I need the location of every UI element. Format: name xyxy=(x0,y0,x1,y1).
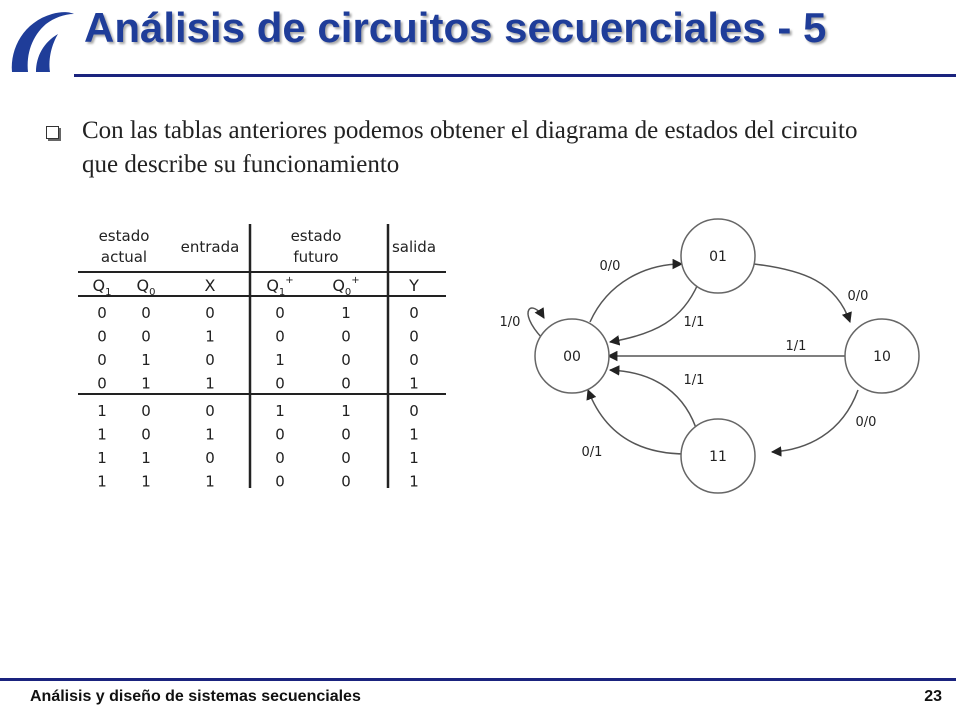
state-label: 10 xyxy=(873,349,891,365)
state-label: 00 xyxy=(563,349,581,365)
table-cell: 0 xyxy=(97,304,107,322)
bullet-item: Con las tablas anteriores podemos obtene… xyxy=(46,114,866,182)
page-number: 23 xyxy=(924,688,942,705)
table-cell: 0 xyxy=(409,402,419,420)
transition-label: 1/0 xyxy=(500,315,521,330)
table-cell: 0 xyxy=(341,449,351,467)
state-node xyxy=(680,418,756,494)
table-cell: 0 xyxy=(205,449,215,467)
table-cell: 1 xyxy=(275,402,285,420)
table-cell: 0 xyxy=(275,304,285,322)
table-cell: 0 xyxy=(141,304,151,322)
table-cell: 1 xyxy=(205,473,215,491)
footer-course-title: Análisis y diseño de sistemas secuencial… xyxy=(30,688,361,705)
table-cell: 1 xyxy=(97,473,107,491)
table-cell: 1 xyxy=(341,402,351,420)
transition-label: 1/1 xyxy=(786,339,807,354)
state-label: 01 xyxy=(709,249,727,265)
table-cell: 1 xyxy=(409,375,419,393)
table-cell: 1 xyxy=(409,426,419,444)
transition-label: 1/1 xyxy=(684,315,705,330)
table-cell: 1 xyxy=(409,449,419,467)
transition-label: 0/0 xyxy=(600,259,621,274)
table-cell: 0 xyxy=(341,375,351,393)
header-estado-futuro-1: estado xyxy=(291,227,342,245)
table-cell: 1 xyxy=(141,473,151,491)
column-header: X xyxy=(205,276,216,295)
column-header: Q0 xyxy=(137,276,156,298)
title-divider xyxy=(74,74,956,77)
header-estado-actual-1: estado xyxy=(99,227,150,245)
table-cell: 1 xyxy=(141,375,151,393)
university-swoosh-logo xyxy=(11,12,75,72)
column-header: Q1 xyxy=(93,276,112,298)
state-node xyxy=(680,218,756,294)
table-cell: 1 xyxy=(341,304,351,322)
table-cell: 1 xyxy=(205,328,215,346)
column-header: Q1+ xyxy=(266,275,293,298)
state-table: estado actual entrada estado futuro sali… xyxy=(60,210,460,500)
table-cell: 0 xyxy=(275,328,285,346)
table-cell: 0 xyxy=(275,375,285,393)
state-label: 11 xyxy=(709,449,727,465)
edge-11-00 xyxy=(608,365,699,435)
table-cell: 1 xyxy=(275,351,285,369)
table-cell: 0 xyxy=(205,402,215,420)
header-entrada: entrada xyxy=(181,238,240,256)
transition-label: 0/0 xyxy=(848,289,869,304)
table-cell: 0 xyxy=(97,328,107,346)
header-salida: salida xyxy=(392,238,436,256)
table-cell: 0 xyxy=(341,351,351,369)
table-cell: 0 xyxy=(341,473,351,491)
transition-label: 1/1 xyxy=(684,373,705,388)
table-cell: 0 xyxy=(275,473,285,491)
table-cell: 0 xyxy=(409,304,419,322)
header-estado-actual-2: actual xyxy=(101,248,147,266)
edge-11-00-b xyxy=(586,389,687,455)
state-node xyxy=(844,318,920,394)
state-diagram: 00 01 10 11 1/0 0/0 0/0 1/1 1/1 0/0 1/1 0/1 xyxy=(486,210,960,500)
bullet-text: Con las tablas anteriores podemos obtene… xyxy=(82,117,858,178)
table-cell: 0 xyxy=(341,328,351,346)
checkbox-bullet-icon xyxy=(46,126,59,139)
footer-divider xyxy=(0,678,956,681)
table-cell: 0 xyxy=(205,304,215,322)
table-cell: 0 xyxy=(409,351,419,369)
transition-label: 0/0 xyxy=(856,415,877,430)
table-cell: 1 xyxy=(97,426,107,444)
transition-label: 0/1 xyxy=(582,445,603,460)
table-cell: 0 xyxy=(409,328,419,346)
slide-title: Análisis de circuitos secuenciales - 5 xyxy=(84,4,827,51)
table-cell: 0 xyxy=(205,351,215,369)
table-cell: 0 xyxy=(141,426,151,444)
column-header: Q0+ xyxy=(332,275,359,298)
state-node xyxy=(534,318,610,394)
table-cell: 1 xyxy=(205,426,215,444)
table-cell: 1 xyxy=(409,473,419,491)
table-cell: 1 xyxy=(141,449,151,467)
table-cell: 0 xyxy=(97,351,107,369)
table-cell: 0 xyxy=(275,449,285,467)
table-cell: 1 xyxy=(97,449,107,467)
edge-00-self xyxy=(527,307,545,339)
edge-01-00 xyxy=(608,283,699,346)
column-header: Y xyxy=(408,276,419,295)
edge-00-01 xyxy=(589,258,684,323)
table-cell: 1 xyxy=(141,351,151,369)
edge-01-10 xyxy=(753,263,852,323)
table-cell: 0 xyxy=(341,426,351,444)
table-cell: 1 xyxy=(97,402,107,420)
table-cell: 0 xyxy=(97,375,107,393)
edge-10-11 xyxy=(770,389,859,457)
table-cell: 0 xyxy=(275,426,285,444)
table-cell: 1 xyxy=(205,375,215,393)
table-cell: 0 xyxy=(141,402,151,420)
table-cell: 0 xyxy=(141,328,151,346)
header-estado-futuro-2: futuro xyxy=(293,248,338,266)
